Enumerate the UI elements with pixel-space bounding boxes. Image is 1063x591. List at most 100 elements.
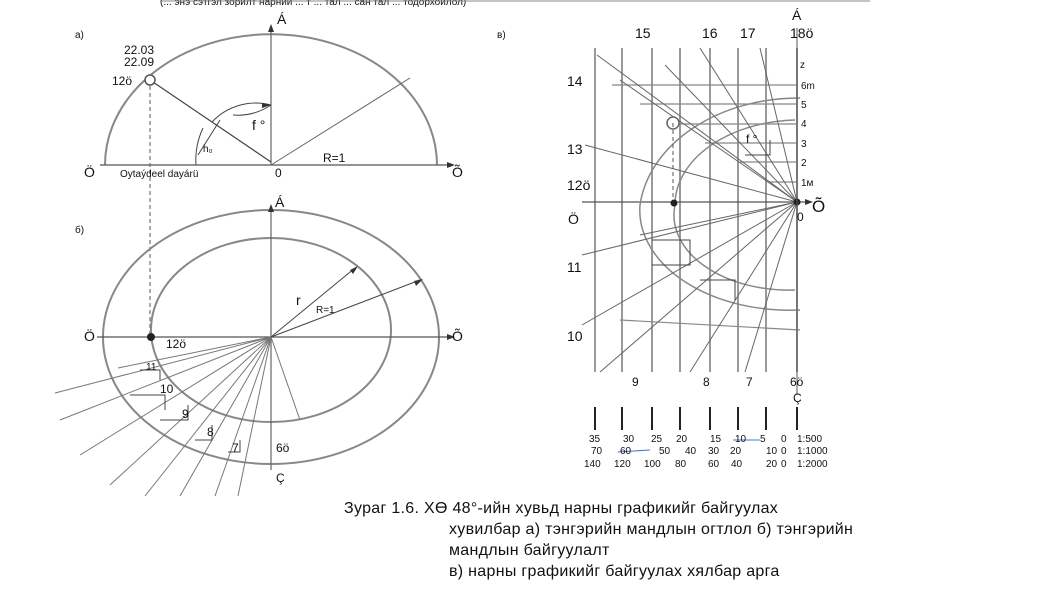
bottom-hour-9: 9 [632, 375, 639, 389]
sun-point [144, 74, 156, 86]
f-label-c: f ° [746, 132, 758, 146]
latitude-line [270, 77, 411, 166]
scale-r2-c8: 0 [781, 446, 787, 457]
north-label-b: Á [275, 194, 285, 210]
scale-r3-c8: 0 [781, 459, 787, 470]
right-scale-1: 1м [801, 178, 814, 189]
scale-r3-c5: 60 [708, 459, 720, 470]
f-label-a: f ° [252, 117, 265, 133]
rays-from-origin [581, 47, 798, 373]
noon-point-b [147, 333, 155, 341]
horizon-label: Oytaýdeel dayárü [120, 169, 198, 180]
scale-r1-c4: 20 [676, 434, 688, 445]
noon-point-c [670, 199, 678, 207]
left-hour-13: 13 [567, 141, 583, 157]
left-hour-10: 10 [567, 328, 583, 344]
construction-marks [130, 369, 241, 453]
north-label-c: Á [792, 7, 802, 23]
right-scale-4: 4 [801, 119, 807, 130]
scale-r2-c5: 30 [708, 446, 720, 457]
right-scale-6: 6m [801, 81, 815, 92]
right-scale-5: 5 [801, 100, 807, 111]
noon-label-a: 12ö [112, 74, 132, 88]
top-hour-16: 16 [702, 25, 718, 41]
caption-line-3: мандлын байгуулалт [449, 542, 610, 559]
east-label-c: Õ [812, 197, 825, 216]
radius-label-b: R=1 [316, 305, 335, 316]
vertical-axis-arrow [268, 24, 274, 32]
right-scale-3: 3 [801, 139, 807, 150]
bottom-arc-line [619, 319, 801, 331]
scale-r3-c1: 140 [584, 459, 601, 470]
f-angle-arc-2 [232, 104, 272, 116]
horizon-arrow [447, 162, 455, 168]
scale-r2-c4: 40 [685, 446, 697, 457]
figure-caption: Зураг 1.6. ХӨ 48°-ийн хувьд нарны график… [344, 498, 1044, 582]
angle-arrow [262, 103, 271, 108]
top-cut-text: (... энэ сэтгэл зорилт нарний ... т ... … [160, 0, 466, 8]
h-label: h₀ [203, 144, 213, 155]
scale-r1-c5: 15 [710, 434, 722, 445]
diagram-a: а) 22.03 22.09 12ö Á Ö Õ 0 R=1 Oytaýdeel… [75, 11, 463, 335]
scale-r1-c9: 1:500 [797, 434, 822, 445]
scale-r2-c1: 70 [591, 446, 603, 457]
scale-r1-c1: 35 [589, 434, 601, 445]
r-arrowhead [350, 266, 358, 274]
scale-r1-c3: 25 [651, 434, 663, 445]
north-label-a: Á [277, 11, 287, 27]
bottom-hour-6: 6ö [790, 375, 804, 389]
r-label: r [296, 292, 301, 308]
top-hour-15: 15 [635, 25, 651, 41]
caption-line-2: хувилбар а) тэнгэрийн мандлын огтлол б) … [449, 521, 854, 538]
scale-r1-c6: 10 [735, 434, 747, 445]
origin-label-c: 0 [797, 210, 804, 224]
hour-label-11: 11 [146, 362, 157, 373]
caption-line-1: Зураг 1.6. ХӨ 48°-ийн хувьд нарны график… [344, 500, 779, 517]
scale-r2-c6: 20 [730, 446, 742, 457]
scale-table: 35 30 25 20 15 10 5 0 1:500 70 60 50 40 … [584, 407, 828, 470]
step-marks-c [652, 140, 771, 300]
left-hour-11: 11 [567, 259, 582, 275]
scale-r3-c9: 1:2000 [797, 459, 828, 470]
h-angle-arc [195, 127, 204, 166]
horizontal-scale-lines [612, 84, 797, 183]
diagram-b: б) [54, 194, 463, 497]
east-label-a: Õ [452, 164, 463, 180]
diagram-c: в) [497, 7, 825, 405]
diagram-a-label: а) [75, 30, 84, 41]
scale-r1-c7: 5 [760, 434, 766, 445]
scale-r3-c2: 120 [614, 459, 631, 470]
scale-r3-c4: 80 [675, 459, 687, 470]
south-label-b: Ç [276, 471, 285, 485]
sun-ray [149, 79, 272, 163]
scale-r3-c6: 40 [731, 459, 743, 470]
south-label-c: Ç [793, 391, 802, 405]
scale-r3-c7: 20 [766, 459, 778, 470]
scale-r1-c2: 30 [623, 434, 635, 445]
right-scale-z: z [800, 60, 805, 71]
diagram-c-label: в) [497, 30, 506, 41]
angle-arrow-line [197, 119, 221, 156]
hour-label-7: 7 [232, 441, 239, 455]
hour-label-9: 9 [182, 407, 189, 421]
scale-ticks [594, 407, 798, 430]
sun-path-arc-outer [639, 97, 801, 311]
date-top: 22.03 [124, 43, 154, 57]
scale-r2-c9: 1:1000 [797, 446, 828, 457]
center-label-a: 0 [275, 166, 282, 180]
top-hour-18: 18ö [790, 25, 814, 41]
radius-label-a: R=1 [323, 151, 346, 165]
diagram-b-label: б) [75, 224, 84, 236]
left-hour-14: 14 [567, 73, 583, 89]
date-bottom: 22.09 [124, 55, 154, 69]
scale-r1-c8: 0 [781, 434, 787, 445]
scale-underline [617, 449, 651, 453]
left-hour-12: 12ö [567, 177, 591, 193]
west-label-c: Ö [568, 210, 579, 227]
hour-label-6: 6ö [276, 441, 290, 455]
r-arrow [270, 267, 356, 338]
east-label-b: Õ [452, 328, 463, 344]
sun-path-arc-inner [673, 119, 796, 291]
hour-label-8: 8 [207, 425, 214, 439]
